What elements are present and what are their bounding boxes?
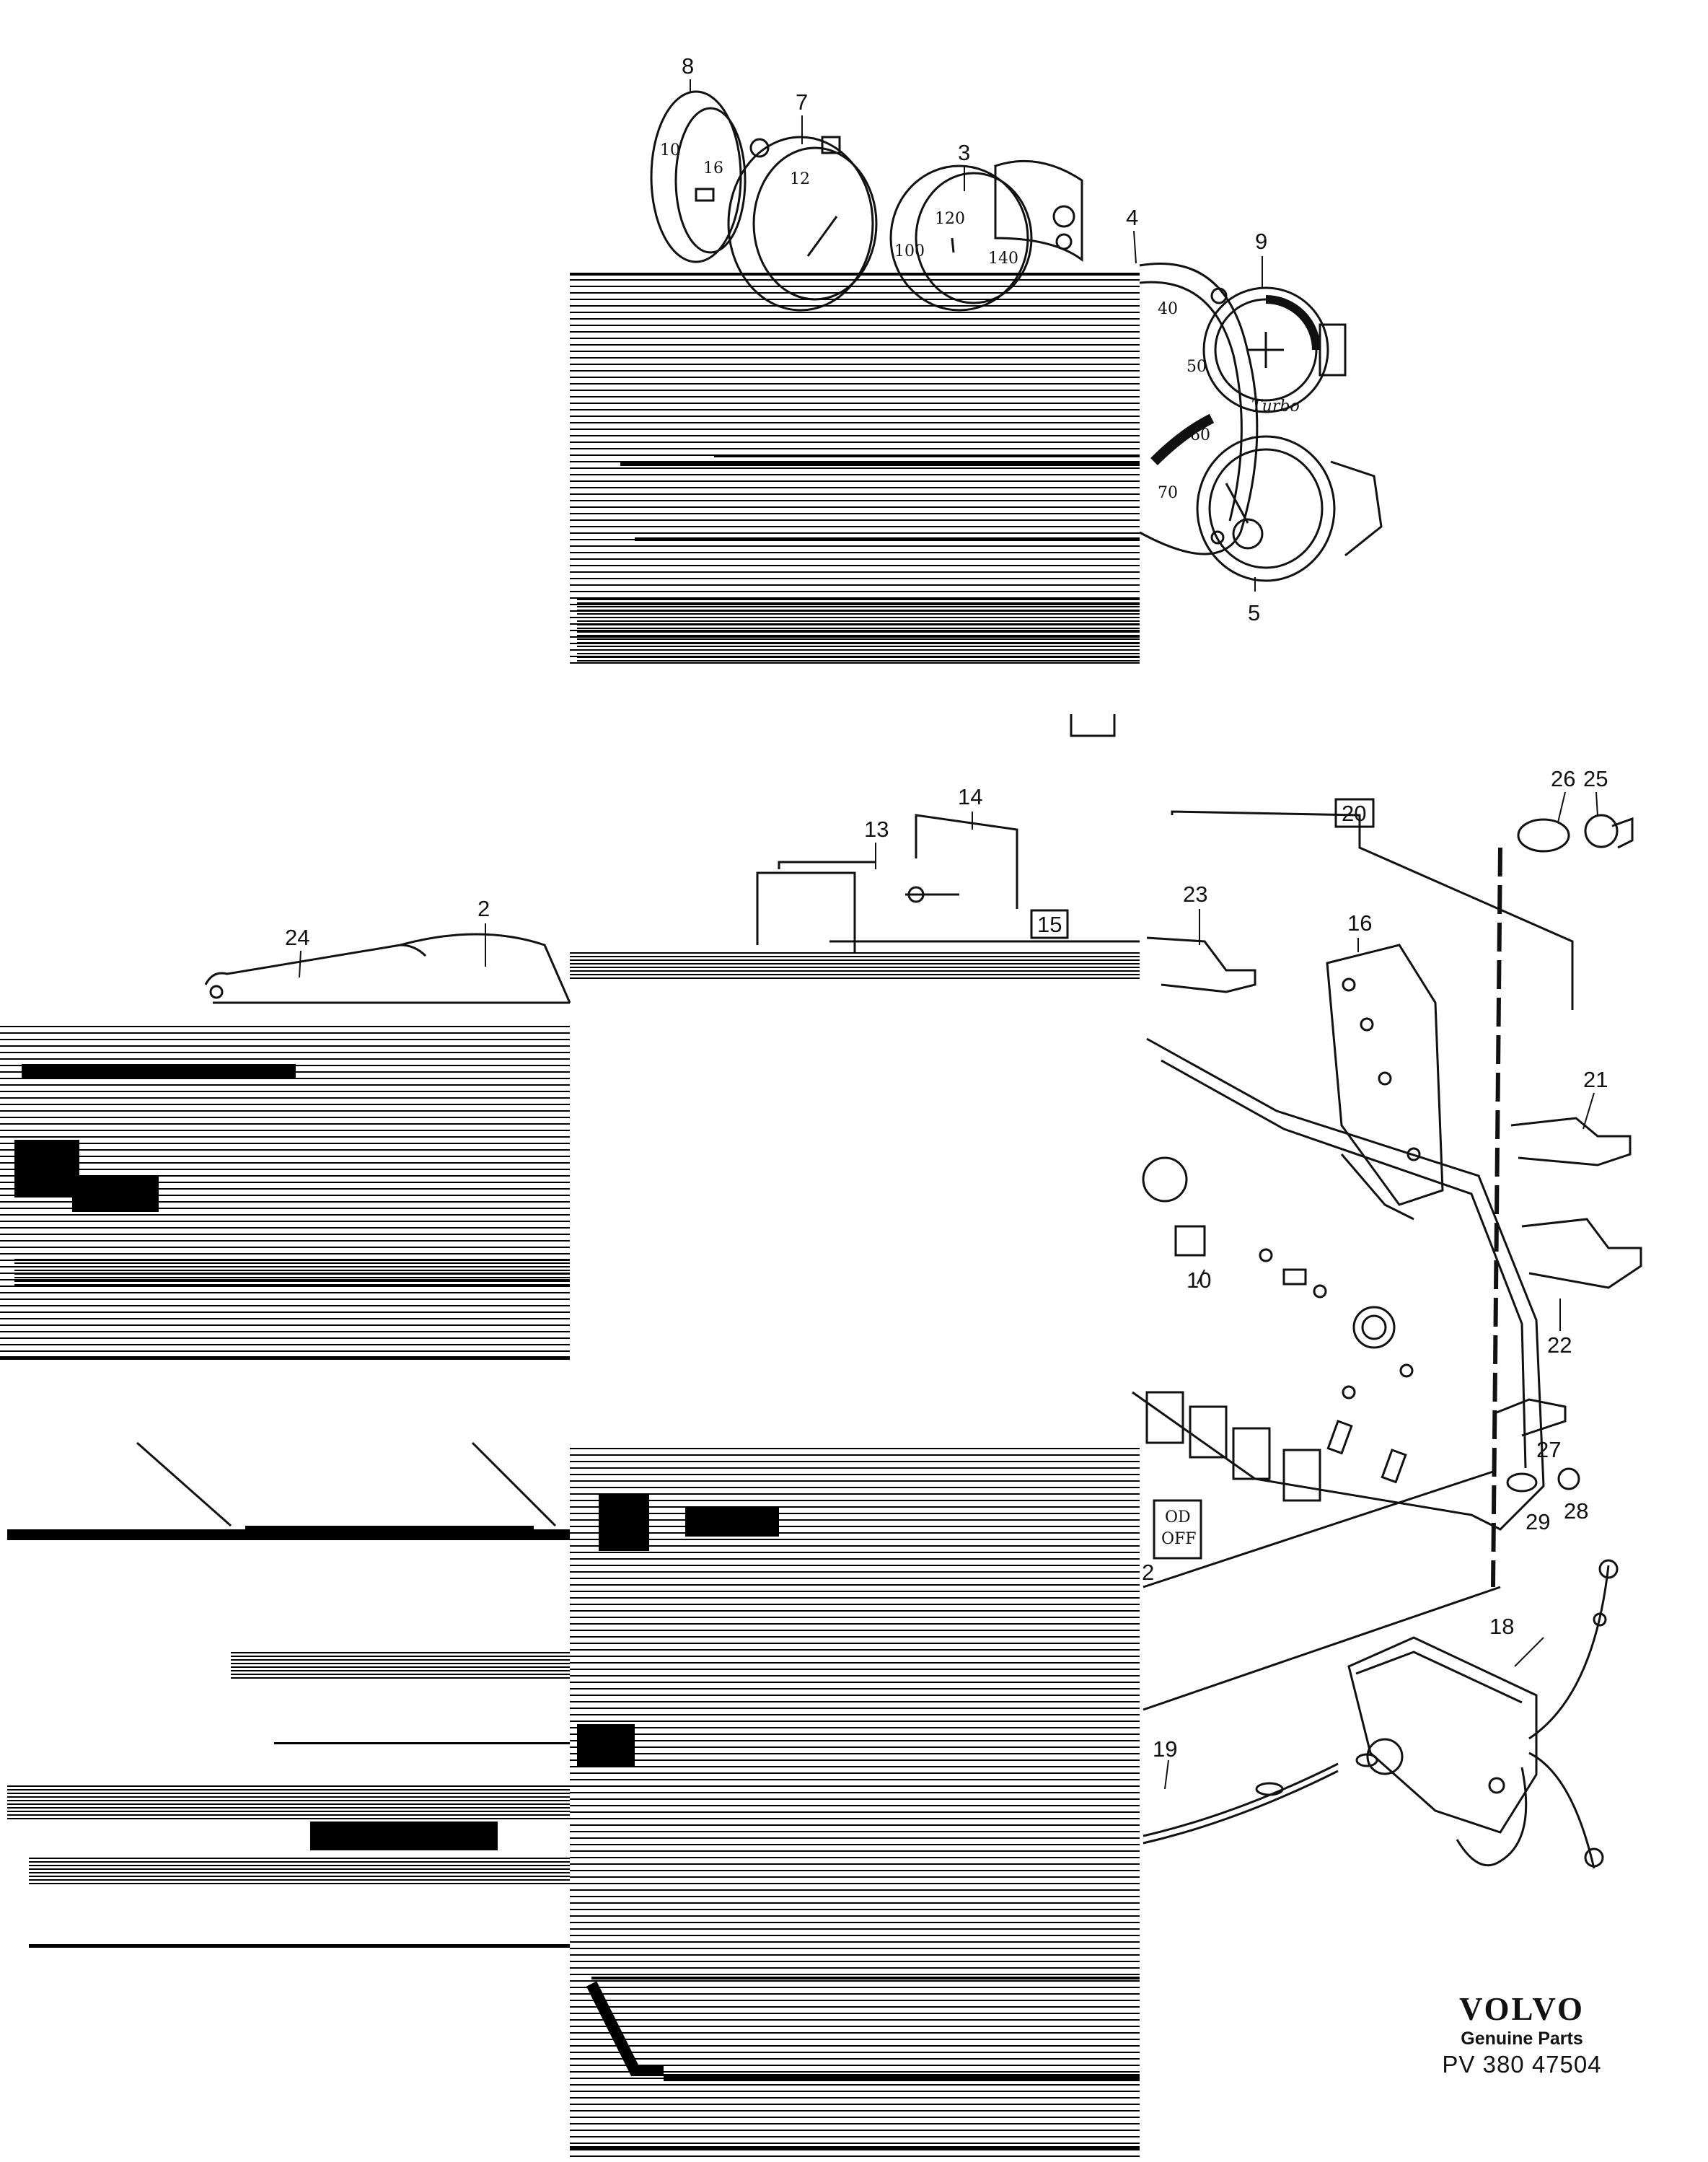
brand-block: VOLVO Genuine Parts PV 380 47504	[1432, 1991, 1612, 2079]
callout-28: 28	[1564, 1498, 1588, 1524]
callout-7: 7	[796, 89, 808, 115]
motor-assembly	[1143, 1559, 1619, 1869]
gauge-label-50: 50	[1187, 358, 1207, 376]
callout-9: 9	[1255, 229, 1267, 254]
fuel-label-16: 16	[703, 159, 723, 177]
callout-5: 5	[1248, 600, 1260, 625]
scan-artifact-left-lower	[7, 1441, 570, 1948]
gauge-label-70: 70	[1158, 484, 1178, 502]
volvo-logo: VOLVO	[1458, 1991, 1585, 2027]
callout-15: 15	[1037, 912, 1062, 937]
callout-20: 20	[1342, 801, 1366, 826]
panel-center	[756, 814, 1140, 952]
fuel-label-10: 10	[660, 141, 680, 159]
callout-12: 2	[1142, 1560, 1154, 1585]
speedo-label-140: 140	[988, 250, 1018, 268]
callout-10: 10	[1187, 1267, 1211, 1293]
callout-16: 16	[1347, 910, 1372, 936]
callout-3: 3	[958, 140, 970, 165]
gauge-5	[1196, 435, 1383, 582]
scan-artifact-top	[570, 273, 1140, 666]
callout-15-box	[1030, 909, 1069, 939]
callout-19: 19	[1153, 1736, 1177, 1762]
callout-2: 2	[477, 896, 490, 921]
callout-13: 13	[864, 817, 889, 842]
callout-27: 27	[1536, 1437, 1561, 1462]
callouts	[299, 79, 1598, 1790]
callout-22: 22	[1547, 1332, 1572, 1358]
callout-26: 26	[1551, 766, 1575, 791]
panel-left	[204, 933, 571, 1004]
scan-artifact-center	[570, 952, 1140, 2157]
callout-24: 24	[285, 925, 309, 950]
gauge-label-40: 40	[1158, 300, 1178, 318]
callout-18: 18	[1489, 1614, 1514, 1639]
od-label: OD	[1165, 1508, 1191, 1526]
callout-14: 14	[958, 784, 982, 809]
gauge-9-turbo: Turbo	[1202, 286, 1347, 416]
off-label: OFF	[1161, 1530, 1197, 1548]
gauge-4-large: 40 50 60 70	[1139, 263, 1259, 555]
callout-29: 29	[1526, 1509, 1550, 1534]
brand-subtitle: Genuine Parts	[1461, 2029, 1583, 2049]
scan-artifact-left	[0, 1024, 570, 1363]
callout-25: 25	[1583, 766, 1608, 791]
part-number: PV 380 47504	[1442, 2051, 1602, 2078]
turbo-label: Turbo	[1251, 397, 1300, 416]
bracket-small	[1070, 714, 1116, 737]
assembly-right: OD OFF	[1132, 810, 1642, 1711]
callout-8: 8	[682, 53, 694, 79]
clock-label-12: 12	[790, 170, 810, 188]
callout-20-box	[1334, 798, 1375, 828]
speedo-label-120: 120	[935, 210, 965, 228]
callout-labels: 8 7 3 4 9 5 2 24 13 14 15 20 23 16 21 22…	[285, 53, 1608, 1762]
callout-21: 21	[1583, 1067, 1608, 1092]
callout-23: 23	[1183, 882, 1207, 907]
speedo-label-100: 100	[894, 242, 925, 260]
gauge-8: 10 16	[650, 90, 770, 263]
callout-4: 4	[1126, 205, 1138, 230]
